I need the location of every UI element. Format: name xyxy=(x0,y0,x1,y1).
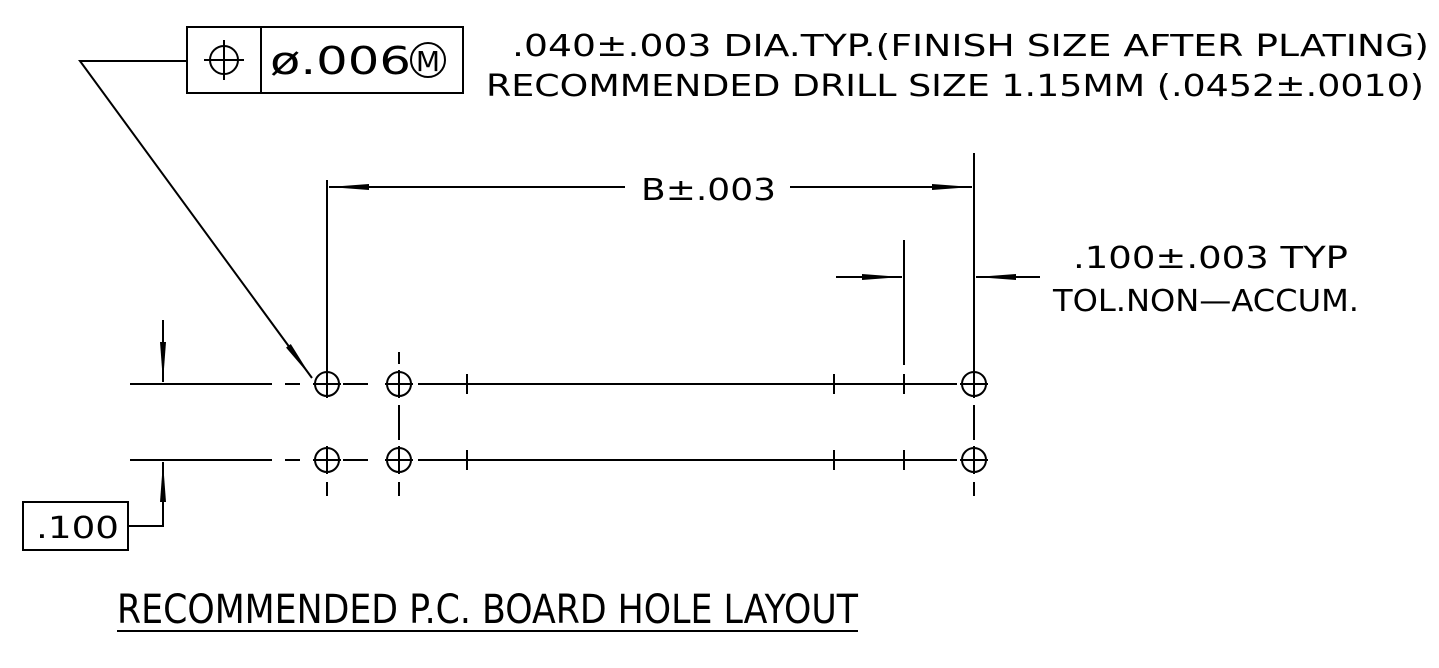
row-spacing-value: .100 xyxy=(36,511,119,546)
row-spacing-value-box xyxy=(22,501,129,551)
fcf-tolerance-value: ø.006 xyxy=(270,39,411,83)
drawing-title: RECOMMENDED P.C. BOARD HOLE LAYOUT xyxy=(117,587,858,633)
hole-marker xyxy=(313,370,341,398)
overall-dimension-label: B±.003 xyxy=(641,173,776,208)
position-tolerance-icon xyxy=(204,40,244,80)
mmc-modifier-circle xyxy=(410,42,446,78)
hole-marker xyxy=(385,446,413,474)
hole-marker xyxy=(385,370,413,398)
pitch-tolerance-note: TOL.NON—ACCUM. xyxy=(1052,284,1359,319)
mmc-modifier-letter: M xyxy=(416,45,440,78)
fcf-leader-line xyxy=(78,60,313,379)
hole-marker xyxy=(960,446,988,474)
hole-marker xyxy=(313,446,341,474)
row-spacing-arrow-bottom xyxy=(128,462,166,527)
drill-size-note: RECOMMENDED DRILL SIZE 1.15MM (.0452±.00… xyxy=(486,69,1424,104)
pitch-typ-note: .100±.003 TYP xyxy=(1073,241,1348,276)
hole-marker xyxy=(960,370,988,398)
hole-size-note: .040±.003 DIA.TYP.(FINISH SIZE AFTER PLA… xyxy=(512,29,1429,64)
